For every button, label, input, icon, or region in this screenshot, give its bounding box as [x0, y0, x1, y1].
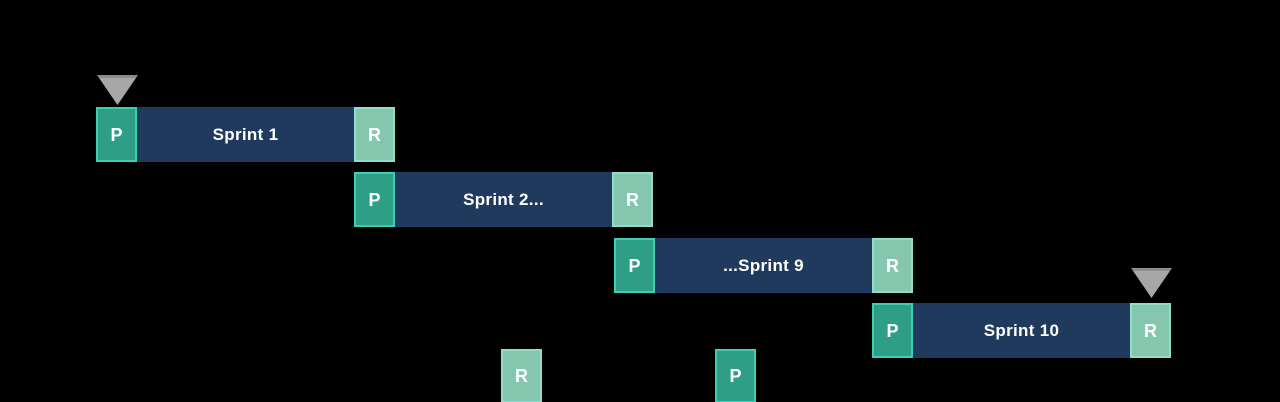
sprint-label: Sprint 2... [463, 189, 544, 209]
planning-box: P [96, 107, 137, 162]
sprint-bar-body: ...Sprint 9 [655, 238, 872, 293]
planning-letter: P [110, 124, 123, 145]
planning-box: P [354, 172, 395, 227]
sprint-label: Sprint 10 [983, 320, 1060, 340]
sprint-bar-body: Sprint 2... [395, 172, 612, 227]
review-letter: R [626, 189, 639, 210]
review-letter: R [368, 124, 381, 145]
review-box: R [872, 238, 913, 293]
review-box: R [1130, 303, 1171, 358]
planning-box: P [614, 238, 655, 293]
sprint-bar-body: Sprint 10 [913, 303, 1130, 358]
partial-review-box: R [501, 349, 542, 402]
planning-letter: P [886, 320, 899, 341]
milestone-triangle-start-icon [97, 75, 138, 105]
sprint-bar-2: P Sprint 2... R [354, 172, 653, 227]
sprint-bar-9: P ...Sprint 9 R [614, 238, 913, 293]
sprint-label: ...Sprint 9 [723, 255, 804, 275]
review-letter: R [886, 255, 899, 276]
planning-letter: P [368, 189, 381, 210]
sprint-bar-body: Sprint 1 [137, 107, 354, 162]
partial-planning-box: P [715, 349, 756, 402]
review-letter: R [515, 366, 528, 386]
milestone-triangle-end-icon [1131, 268, 1172, 298]
sprint-label: Sprint 1 [212, 124, 279, 144]
planning-letter: P [729, 366, 742, 386]
review-letter: R [1144, 320, 1157, 341]
review-box: R [354, 107, 395, 162]
planning-letter: P [628, 255, 641, 276]
planning-box: P [872, 303, 913, 358]
review-box: R [612, 172, 653, 227]
sprint-bar-10: P Sprint 10 R [872, 303, 1171, 358]
sprint-bar-1: P Sprint 1 R [96, 107, 395, 162]
